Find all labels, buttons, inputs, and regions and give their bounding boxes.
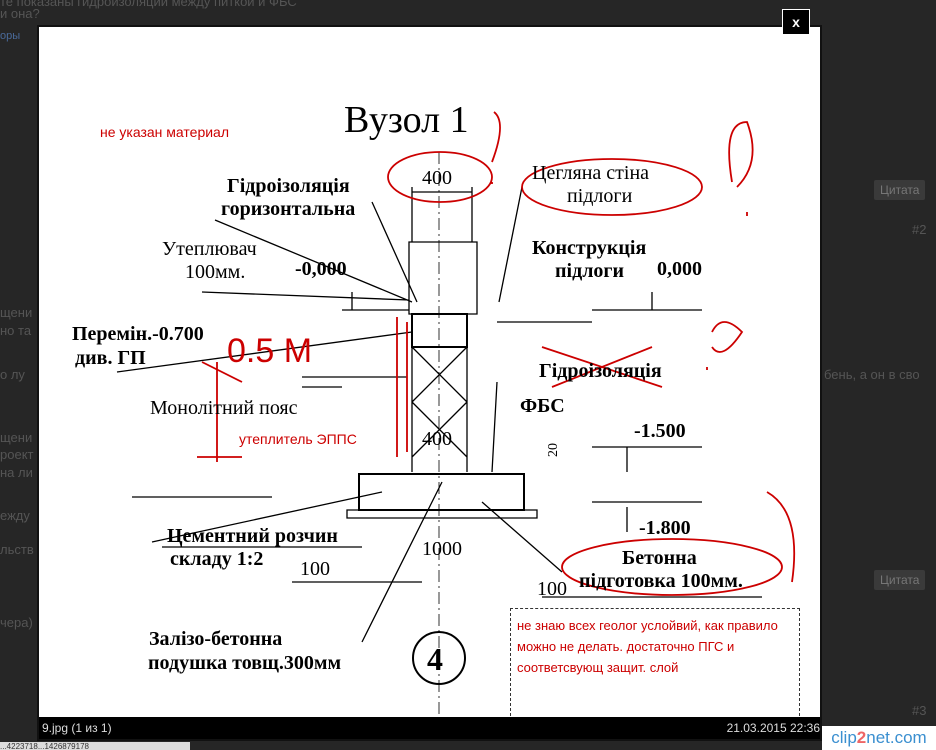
dimension: 400 [422,428,452,450]
label: підлоги [567,185,633,207]
post-fragment: на ли [0,465,33,480]
question-text: те показаны гидроизоляции между питкой и… [0,0,297,9]
drawing-image: Вузол 1 Гідроізоляція горизонтальна 400 … [42,30,819,720]
quote-button[interactable]: Цитата [874,180,926,200]
dimension: 400 [422,167,452,189]
label: Утеплювач [162,238,257,260]
section-marker: 4 [427,641,443,677]
post-fragment: чера) [0,615,33,630]
question-text-2: и она? [0,6,40,21]
annotation-text: утеплитель ЭППС [239,431,357,447]
caption-date: 21.03.2015 22:36 [726,721,820,735]
post-number[interactable]: #3 [912,703,927,718]
label: Гідроізоляція [539,360,662,382]
label: підлоги [555,260,624,282]
post-fragment: щени [0,305,33,320]
level: -0,000 [295,258,347,280]
label: складу 1:2 [170,548,263,570]
fbs-block [411,346,468,472]
caption-bar: 9.jpg (1 из 1) 21.03.2015 22:36 [39,717,820,739]
post-fragment: роект [0,447,34,462]
post-fragment: о лу [0,367,25,382]
annotation-note[interactable]: не знаю всех геолог услойвий, как правил… [510,608,800,720]
label: Цегляна стіна [532,162,649,184]
label: ФБС [520,395,565,417]
level: -1.500 [634,420,686,442]
status-bar: ...4223718...1426879178 [0,742,190,750]
annotation-text: не указан материал [100,124,229,140]
dimension: 100 [537,578,567,600]
lightbox: Вузол 1 Гідроізоляція горизонтальна 400 … [37,25,822,741]
close-button[interactable]: x [782,9,810,35]
label: Бетонна [622,547,697,569]
label: підготовка 100мм. [579,570,743,592]
label: Перемін.-0.700 [72,323,204,345]
label: Гідроізоляція [227,175,350,197]
level: 0,000 [657,258,702,280]
label: горизонтальна [221,198,355,220]
post-fragment: щени [0,430,33,445]
post-fragment: ежду [0,508,30,523]
label: 100мм. [185,261,245,283]
dimension: 20 [546,443,561,457]
post-fragment: льств [0,542,34,557]
level: -1.800 [639,517,691,539]
footing [358,473,525,511]
red-annotations [197,111,796,596]
annotation-text: 0.5 M [227,332,312,370]
brick-wall [408,241,478,315]
label: Монолітний пояс [150,397,298,419]
label: див. ГП [75,347,146,369]
drawing-title: Вузол 1 [344,99,469,141]
caption-filename: 9.jpg (1 из 1) [42,721,112,735]
label: Залізо-бетонна [149,628,282,650]
label: подушка товщ.300мм [148,652,341,674]
post-number[interactable]: #2 [912,222,927,237]
post-fragment: но та [0,323,32,338]
dimension: 100 [300,558,330,580]
label: Конструкція [532,237,646,259]
quote-button[interactable]: Цитата [874,570,926,590]
post-fragment-right: бень, а он в сво [824,367,920,382]
link[interactable]: оры [0,30,21,42]
label: Цементний розчин [167,525,338,547]
dimension: 1000 [422,538,462,560]
construction-drawing: Вузол 1 Гідроізоляція горизонтальна 400 … [72,99,796,720]
clip2net-logo: clip2net.com [822,726,936,750]
